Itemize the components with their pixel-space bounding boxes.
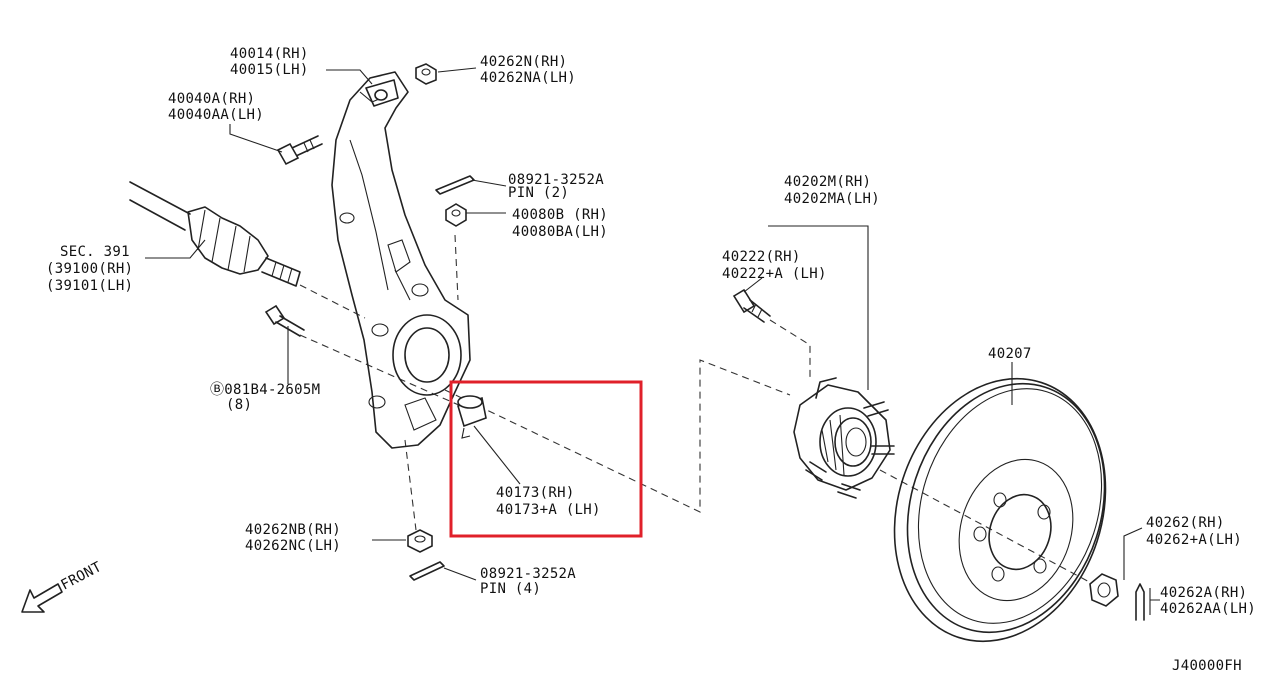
label-pin-upper: 08921-3252A PIN (2) [508, 172, 613, 201]
label-hub-nut: 40262(RH) 40262+A(LH) [1146, 515, 1242, 548]
hub-nut [1089, 573, 1119, 607]
lower-cotter-pin [409, 561, 445, 581]
label-knuckle: 40014(RH) 40015(LH) [230, 46, 317, 78]
brake-rotor [893, 377, 1107, 643]
knuckle-lower-bolt [264, 304, 305, 337]
assembly-lines [299, 234, 1096, 586]
label-grease-cap: 40173(RH) 40173+A (LH) [496, 485, 601, 518]
knuckle-bolt [276, 135, 323, 166]
label-drive-shaft: SEC. 391 (39100(RH) (39101(LH) [46, 244, 142, 294]
knuckle-top-nut [415, 63, 437, 85]
leader-lines [145, 67, 1160, 615]
upper-cotter-pin [435, 175, 475, 195]
label-lower-nut: 40262NB(RH) 40262NC(LH) [245, 522, 350, 554]
lower-castle-nut [407, 529, 433, 553]
label-nut-upper: 40080B (RH) 40080BA(LH) [512, 207, 617, 240]
label-pin-lower: 08921-3252A PIN (4) [480, 566, 585, 597]
wheel-hub-assembly [793, 377, 895, 499]
hub-bolt [732, 288, 771, 323]
front-direction-arrow [21, 583, 63, 613]
drive-shaft [129, 181, 301, 287]
label-knuckle-bolt: 40040A(RH) 40040AA(LH) [168, 91, 264, 123]
label-hub: 40202M(RH) 40202MA(LH) [784, 174, 880, 207]
upper-castle-nut [445, 203, 467, 227]
label-bolt-b: Ⓑ081B4-2605M (8) [210, 382, 329, 413]
hub-cotter-pin [1135, 583, 1145, 621]
label-knuckle-nut: 40262N(RH) 40262NA(LH) [480, 54, 576, 86]
label-rotor: 40207 [988, 346, 1032, 362]
highlight-box [449, 380, 643, 538]
label-front: FRONT [58, 559, 104, 594]
diagram-code: J40000FH [1172, 658, 1242, 674]
grease-cap [457, 395, 487, 439]
label-hub-bolt: 40222(RH) 40222+A (LH) [722, 249, 827, 282]
label-hub-pin: 40262A(RH) 40262AA(LH) [1160, 585, 1256, 617]
steering-knuckle [331, 71, 471, 449]
